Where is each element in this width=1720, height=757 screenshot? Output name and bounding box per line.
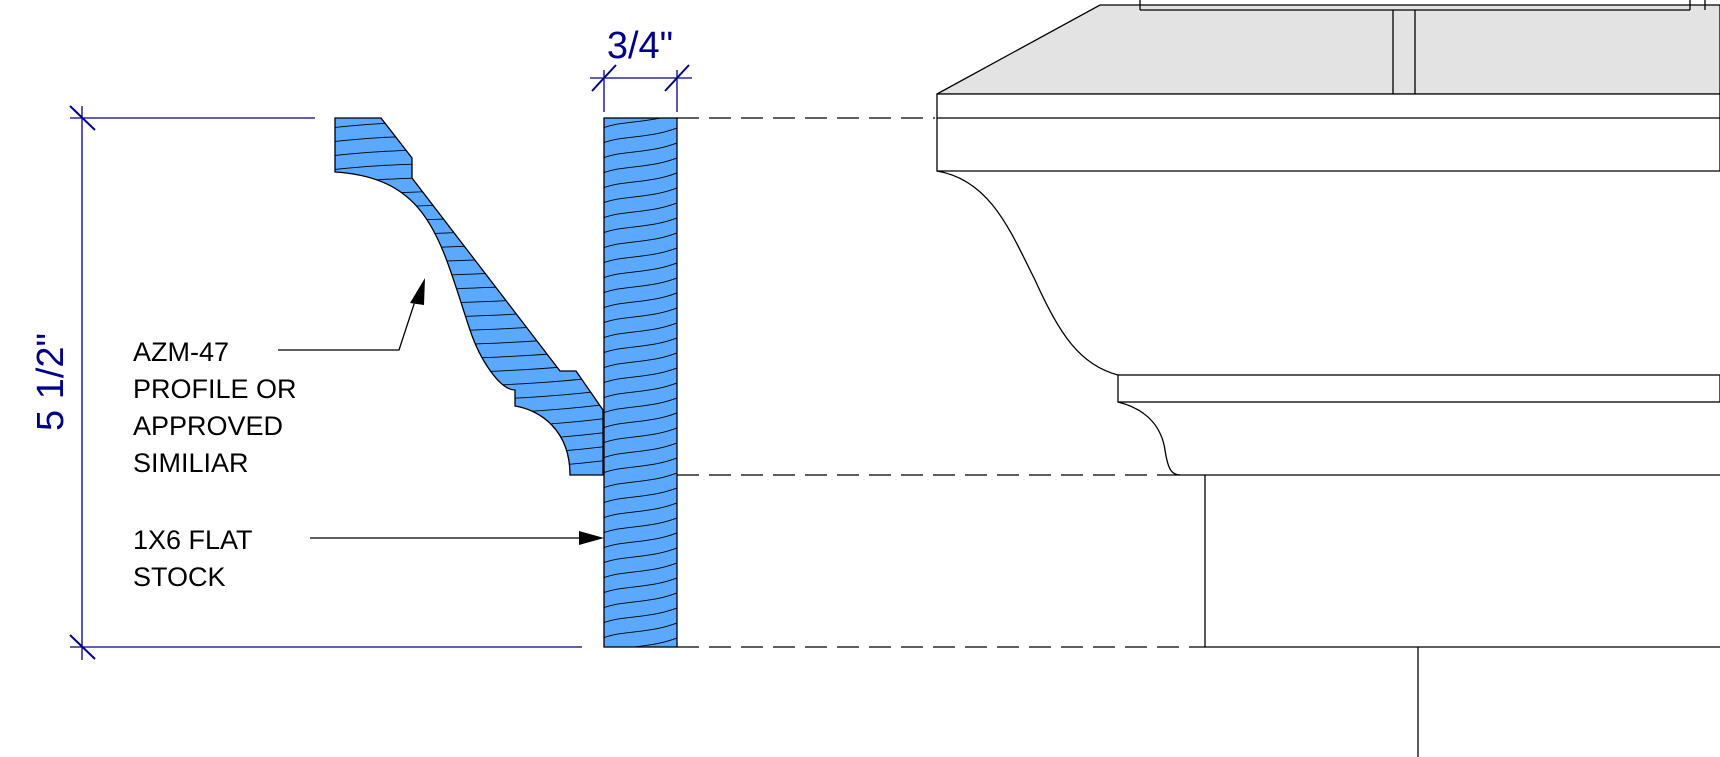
board-grain-stroke: [604, 547, 677, 564]
board-grain-stroke: [604, 352, 677, 369]
board-grain-stroke: [604, 607, 677, 624]
crown-molding-profile: [334, 117, 604, 476]
crown-leader-line: [278, 291, 419, 351]
width-dimension-label: 3/4": [607, 25, 673, 67]
width-right-tick: [664, 64, 690, 92]
board-grain-stroke: [604, 472, 677, 489]
bed-molding-curve: [1117, 401, 1181, 476]
board-grain-stroke: [604, 292, 677, 309]
board-grain-stroke: [604, 202, 677, 219]
crown-callout-line-3: APPROVED: [133, 411, 283, 441]
board-grain-stroke: [604, 592, 677, 609]
elevation-view: [936, 0, 1720, 757]
board-grain-stroke: [604, 127, 677, 144]
crown-grain-stroke: [335, 459, 603, 475]
board-grain-stroke: [604, 412, 677, 429]
board-grain-stroke: [604, 562, 677, 579]
board-grain-stroke: [604, 277, 677, 294]
board-grain-stroke: [604, 517, 677, 534]
board-grain-stroke: [604, 502, 677, 519]
board-grain-stroke: [604, 142, 677, 159]
board-grain-stroke: [600, 651, 682, 669]
crown-callout-line-2: PROFILE OR: [133, 374, 297, 404]
crown-grain-stroke: [335, 347, 603, 367]
crown-fillet-band: [1117, 374, 1720, 403]
board-wood-grain-hatch: [600, 96, 682, 669]
board-grain-stroke: [604, 322, 677, 339]
crown-grain-stroke: [330, 96, 610, 114]
board-grain-stroke: [604, 187, 677, 204]
board-grain-stroke: [604, 532, 677, 549]
board-grain-stroke: [604, 382, 677, 399]
flat-stock-callout-line-2: STOCK: [133, 562, 226, 592]
board-grain-stroke: [604, 367, 677, 384]
board-grain-stroke: [604, 427, 677, 444]
crown-elevation-curve: [936, 170, 1119, 376]
crown-grain-stroke: [335, 179, 603, 199]
crown-grain-stroke: [335, 221, 603, 241]
roof-cap: [936, 4, 1720, 95]
board-grain-stroke: [604, 157, 677, 174]
top-fascia-band: [936, 93, 1720, 172]
crown-grain-stroke: [335, 333, 603, 353]
board-grain-stroke: [604, 337, 677, 354]
flat-stock-board: [603, 117, 678, 648]
board-grain-stroke: [604, 577, 677, 594]
crown-arrowhead: [410, 278, 425, 305]
board-grain-stroke: [604, 217, 677, 234]
crown-callout: AZM-47 PROFILE OR APPROVED SIMILIAR: [133, 278, 425, 478]
width-dimension: 3/4": [590, 25, 692, 92]
height-bottom-tick: [69, 634, 96, 660]
board-grain-stroke: [604, 262, 677, 279]
board-grain-stroke: [600, 96, 682, 114]
crown-grain-stroke: [335, 235, 603, 255]
width-left-tick: [591, 64, 617, 92]
board-grain-stroke: [604, 442, 677, 459]
board-grain-stroke: [604, 172, 677, 189]
height-top-tick: [69, 105, 96, 131]
flat-stock-section: [600, 96, 682, 669]
crown-callout-line-4: SIMILIAR: [133, 448, 249, 478]
crown-callout-line-1: AZM-47: [133, 337, 229, 367]
crown-molding-section: [330, 96, 610, 476]
board-grain-stroke: [604, 487, 677, 504]
height-dimension: 5 1/2": [30, 105, 96, 660]
board-grain-stroke: [604, 232, 677, 249]
crown-grain-stroke: [335, 473, 603, 475]
board-grain-stroke: [604, 622, 677, 639]
board-grain-stroke: [604, 118, 663, 129]
board-grain-stroke: [604, 307, 677, 324]
board-grain-stroke: [604, 457, 677, 474]
crown-grain-stroke: [335, 207, 603, 227]
board-grain-stroke: [604, 247, 677, 264]
flat-stock-callout-line-1: 1X6 FLAT: [133, 525, 253, 555]
flat-stock-callout: 1X6 FLAT STOCK: [133, 525, 604, 592]
board-grain-stroke: [629, 637, 677, 647]
flat-stock-arrowhead: [579, 531, 604, 545]
board-grain-stroke: [604, 397, 677, 414]
crown-grain-stroke: [335, 193, 603, 213]
height-dimension-label: 5 1/2": [30, 333, 72, 431]
flat-stock-elevation: [1204, 475, 1720, 648]
